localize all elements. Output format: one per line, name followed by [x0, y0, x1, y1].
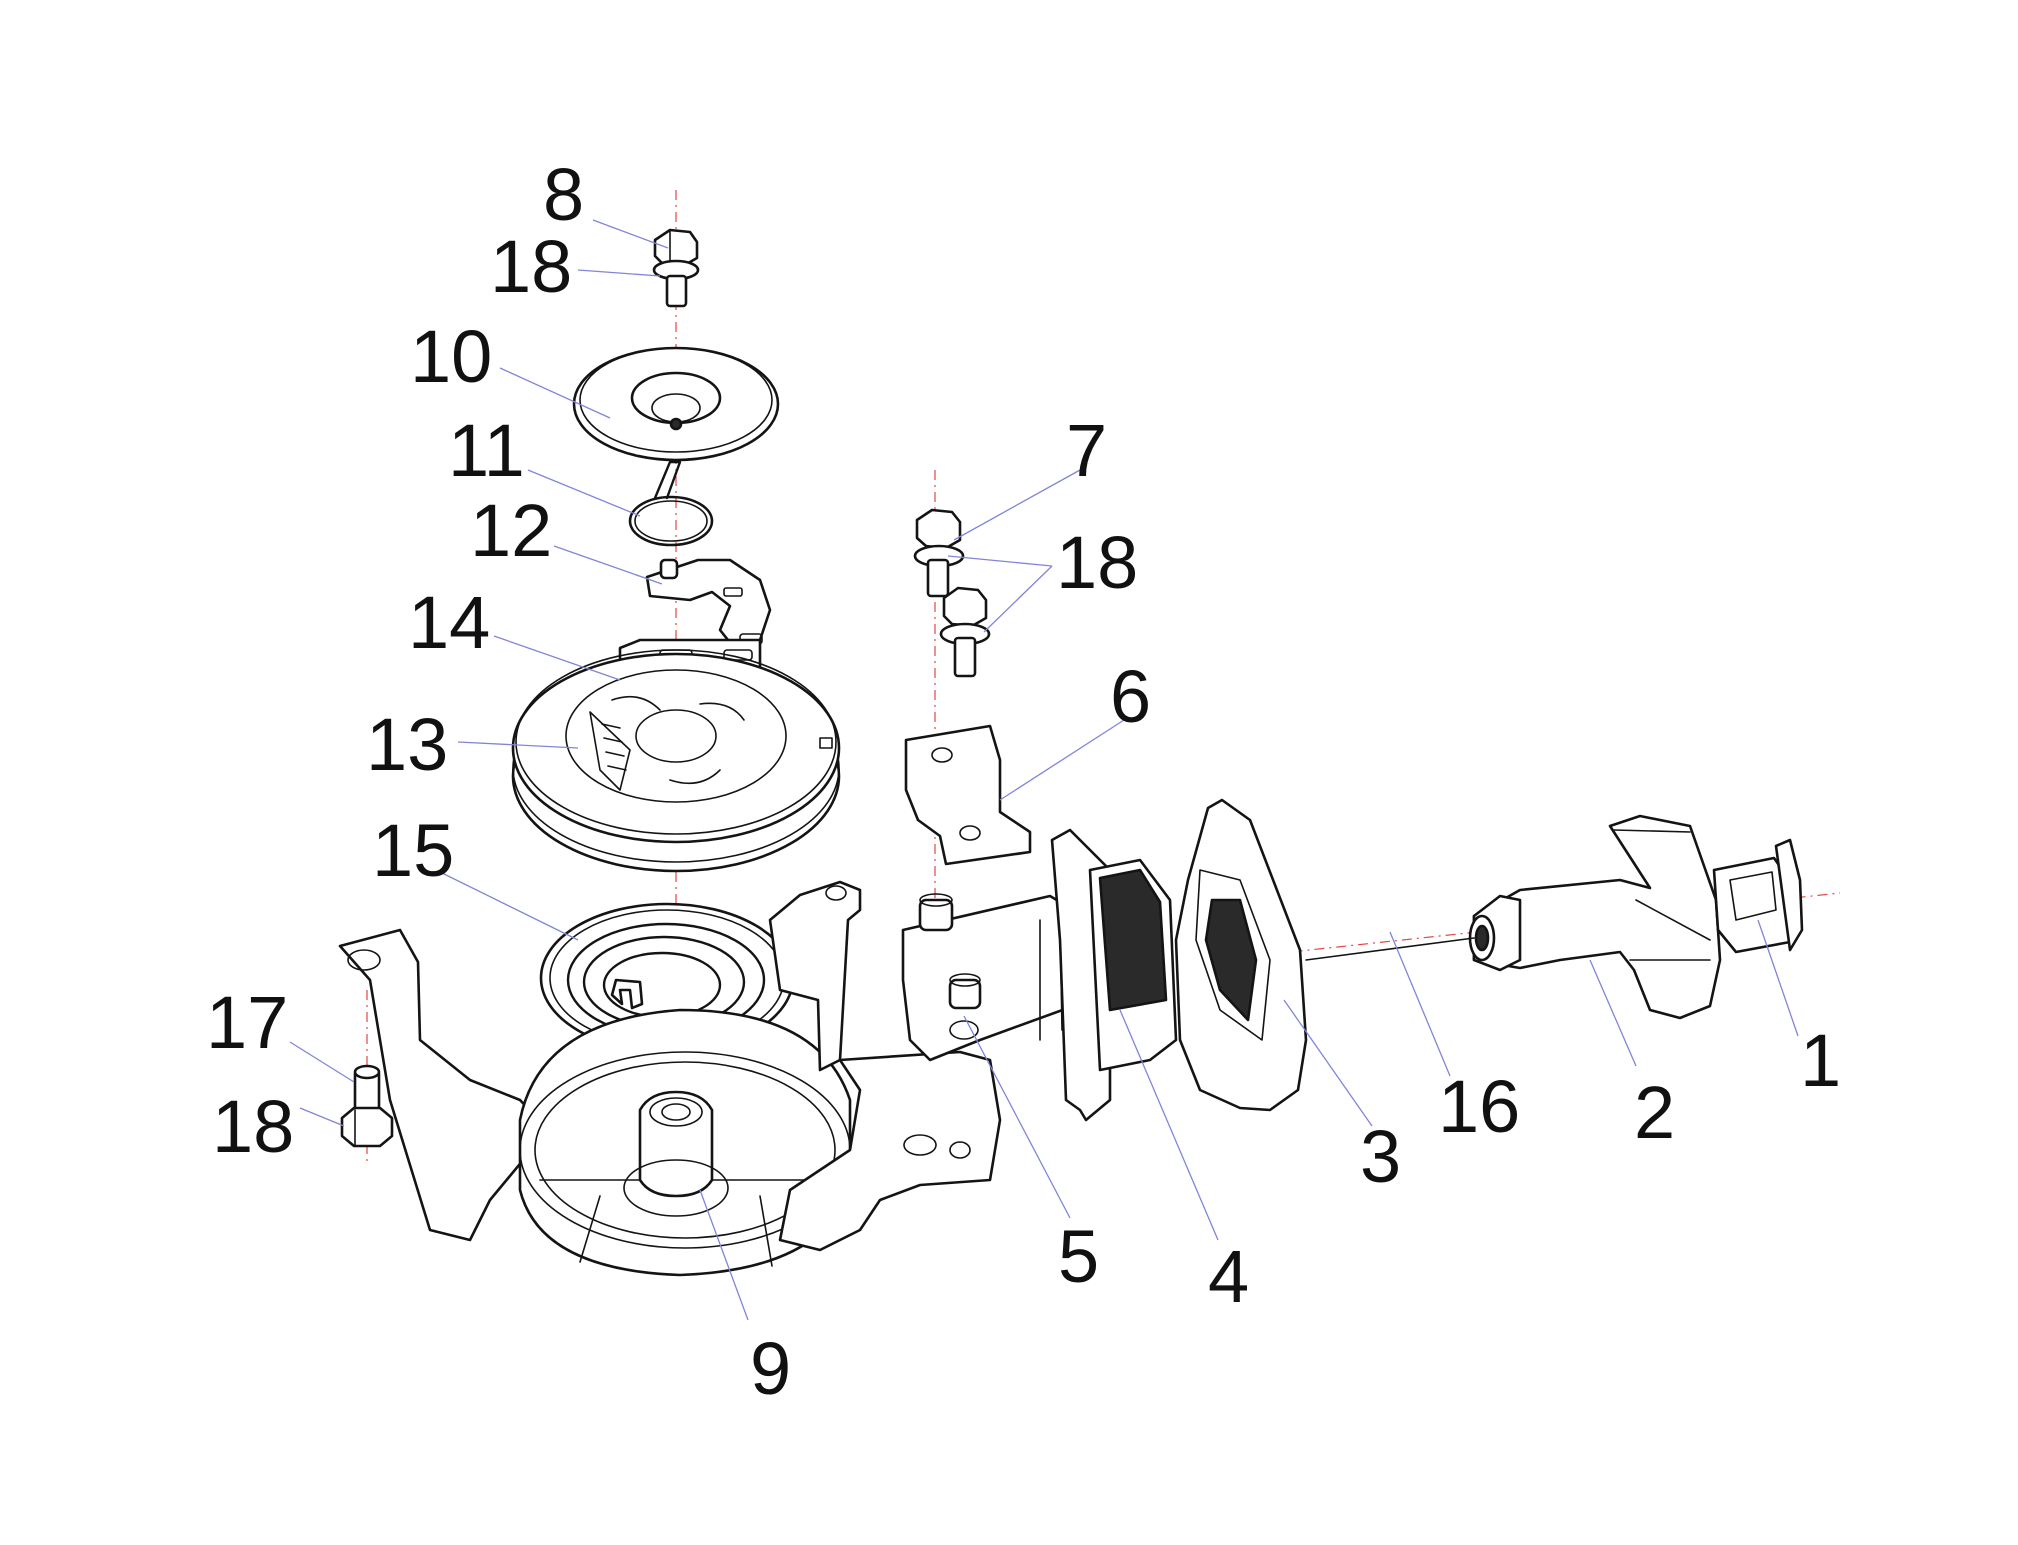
leader-10: [499, 367, 611, 419]
leader-18-top: [577, 269, 661, 277]
leader-18-mid-a: [947, 555, 1053, 567]
rubber-cap-3: [1174, 798, 1308, 1112]
leader-14: [493, 635, 621, 681]
leader-1: [1757, 919, 1799, 1037]
callout-8: 8: [543, 153, 584, 236]
callout-11: 11: [448, 409, 525, 492]
callout-18-left: 18: [212, 1085, 294, 1168]
clip-ring-11: [628, 460, 714, 547]
leader-5: [963, 1015, 1071, 1219]
callout-4: 4: [1208, 1235, 1249, 1318]
callout-13: 13: [366, 703, 448, 786]
leader-6: [999, 719, 1125, 801]
callout-12: 12: [470, 489, 552, 572]
leader-18-mid-b: [983, 565, 1053, 633]
cover-disc-10: [572, 346, 780, 462]
pulley-13: [511, 649, 841, 873]
grommet-4: [1050, 828, 1178, 1122]
callout-15: 15: [372, 809, 454, 892]
leader-4: [1119, 1009, 1219, 1241]
callout-3: 3: [1360, 1115, 1401, 1198]
callout-16: 16: [1438, 1065, 1520, 1148]
leader-16: [1389, 931, 1451, 1077]
leader-7: [953, 469, 1081, 541]
bracket-6: [904, 724, 1032, 866]
leader-13: [457, 741, 579, 749]
parts: [338, 228, 1804, 1277]
callout-10: 10: [410, 315, 492, 398]
leader-12: [553, 545, 663, 585]
leader-8: [592, 219, 669, 249]
leader-18-left: [299, 1107, 345, 1127]
callout-9: 9: [750, 1327, 791, 1410]
bolt-17: [340, 1064, 394, 1148]
leader-15: [439, 871, 579, 941]
handle-2: [1468, 814, 1722, 1020]
leader-11: [527, 469, 641, 517]
leader-lines: [289, 219, 1799, 1321]
leader-9: [699, 1189, 749, 1321]
callout-6: 6: [1110, 655, 1151, 738]
bolt-8: [652, 228, 700, 308]
leader-3: [1283, 999, 1373, 1127]
callout-1: 1: [1800, 1019, 1841, 1102]
callout-17: 17: [206, 981, 288, 1064]
callout-14: 14: [408, 581, 490, 664]
callout-18-top: 18: [490, 225, 572, 308]
leader-17: [289, 1041, 355, 1083]
callout-labels: 8 18 10 11 12 14 13 15 17 18 9 7 18 6 5 …: [206, 153, 1841, 1410]
callout-18-mid: 18: [1056, 521, 1138, 604]
cap-insert-1: [1712, 838, 1804, 954]
leader-2: [1589, 959, 1637, 1067]
rope-16: [1305, 937, 1475, 961]
callout-5: 5: [1058, 1215, 1099, 1298]
pawl-guide-12: [645, 558, 772, 652]
callout-7: 7: [1066, 409, 1107, 492]
housing-9: [338, 880, 1002, 1277]
callout-2: 2: [1634, 1071, 1675, 1154]
bolts-7: [913, 508, 991, 678]
